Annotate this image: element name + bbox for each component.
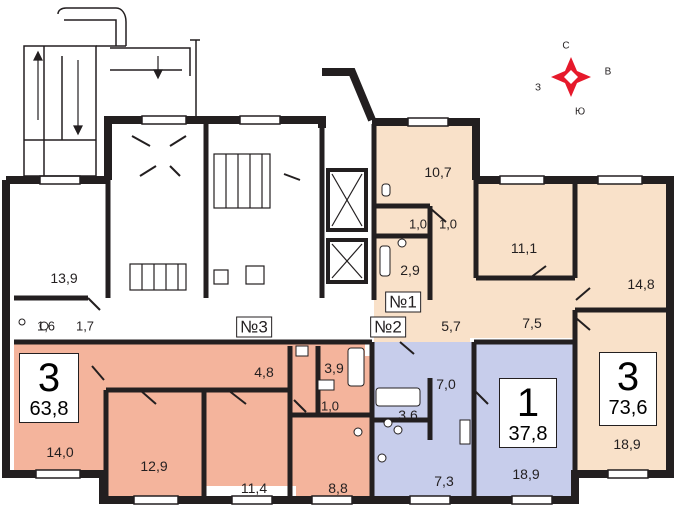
room-area-14-8: 14,8	[627, 276, 655, 292]
entrance-tag-1: №1	[385, 291, 421, 313]
room-area-8-8: 8,8	[328, 480, 348, 496]
outer-wall-core	[104, 116, 326, 180]
fixtures	[18, 183, 471, 463]
room-area-18-9-right: 18,9	[613, 436, 641, 452]
apartment-card-one: 1 37,8	[499, 378, 557, 448]
room-area-1-0-mid: 1,0	[408, 216, 428, 232]
room-area-1-6: 1,6	[36, 318, 56, 334]
doors	[87, 135, 591, 413]
stair-structure	[23, 7, 200, 177]
room-area-1-0-left: 1,0	[320, 398, 340, 414]
room-area-14-0: 14,0	[46, 444, 74, 460]
apartment-total-left: 63,8	[29, 398, 69, 420]
room-area-7-0: 7,0	[436, 376, 456, 392]
room-area-12-9: 12,9	[140, 458, 168, 474]
room-area-7-5: 7,5	[522, 315, 542, 331]
apartment-card-left: 3 63,8	[19, 353, 79, 423]
apartment-total-right: 73,6	[608, 397, 648, 419]
room-area-3-9: 3,9	[324, 360, 344, 376]
corridor-diagonal-wall	[322, 68, 376, 122]
entrance-tag-2: №2	[370, 316, 406, 338]
entrance-tag-3: №3	[236, 316, 272, 338]
interior-walls	[14, 124, 670, 500]
room-area-7-3: 7,3	[434, 473, 454, 489]
room-area-11-1: 11,1	[510, 240, 538, 256]
room-area-11-4: 11,4	[240, 480, 268, 496]
room-area-13-9: 13,9	[50, 270, 78, 286]
apartment-rooms-left: 3	[37, 356, 61, 400]
elevators	[326, 168, 368, 284]
room-area-1-0-right: 1,0	[438, 216, 458, 232]
stair-arrows	[33, 50, 163, 136]
compass-south-label: Ю	[574, 106, 586, 118]
compass-rose	[551, 57, 591, 97]
compass-east-label: В	[604, 66, 612, 78]
apartment-card-right: 3 73,6	[599, 352, 657, 426]
room-area-2-9: 2,9	[400, 262, 420, 278]
apartment-right-fill	[374, 124, 668, 470]
apartment-total-one: 37,8	[508, 423, 548, 445]
room-area-1-7: 1,7	[75, 318, 95, 334]
room-area-3-6: 3,6	[398, 407, 418, 423]
room-area-10-7: 10,7	[424, 164, 452, 180]
room-area-5-7: 5,7	[441, 318, 461, 334]
main-staircase	[129, 153, 271, 291]
room-area-18-9: 18,9	[512, 466, 540, 482]
room-area-4-8: 4,8	[254, 364, 274, 380]
compass-north-label: С	[562, 40, 570, 52]
apartment-rooms-one: 1	[516, 381, 540, 425]
apartment-rooms-right: 3	[616, 355, 640, 399]
compass-west-label: З	[534, 82, 542, 94]
